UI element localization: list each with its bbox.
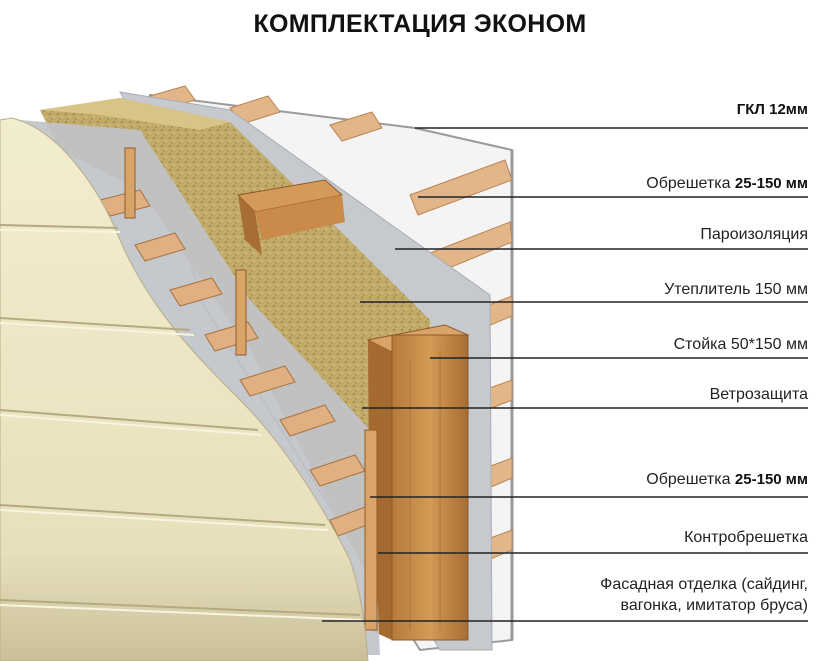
leader-lines bbox=[322, 127, 808, 622]
label-lath-outer-size: 25-150 мм bbox=[734, 471, 808, 488]
facade-siding bbox=[0, 117, 369, 661]
label-lath-inner: Обрешетка 25-150 мм bbox=[646, 174, 808, 194]
label-facade-line2: вагонка, имитатор бруса) bbox=[620, 597, 808, 614]
top-beam bbox=[236, 179, 345, 255]
label-lath-outer-name: Обрешетка bbox=[646, 471, 731, 488]
label-gkl: ГКЛ 12мм bbox=[736, 101, 808, 118]
stud-post bbox=[366, 324, 470, 641]
label-lath-inner-size: 25-150 мм bbox=[734, 175, 808, 192]
outer-lathing bbox=[99, 189, 376, 537]
label-lath-inner-name: Обрешетка bbox=[646, 175, 731, 192]
label-lath-outer: Обрешетка 25-150 мм bbox=[646, 470, 808, 490]
label-wind: Ветрозащита bbox=[709, 386, 808, 403]
label-stud: Стойка 50*150 мм bbox=[673, 336, 808, 353]
label-vapor: Пароизоляция bbox=[700, 226, 808, 243]
label-facade-line1: Фасадная отделка (сайдинг, bbox=[600, 576, 808, 593]
counter-lathing bbox=[124, 147, 378, 631]
page-title: КОМПЛЕКТАЦИЯ ЭКОНОМ bbox=[253, 10, 587, 38]
label-insulation: Утеплитель 150 мм bbox=[664, 281, 808, 298]
label-facade: Фасадная отделка (сайдинг, вагонка, имит… bbox=[600, 574, 808, 616]
label-counter-lath: Контробрешетка bbox=[684, 529, 808, 546]
